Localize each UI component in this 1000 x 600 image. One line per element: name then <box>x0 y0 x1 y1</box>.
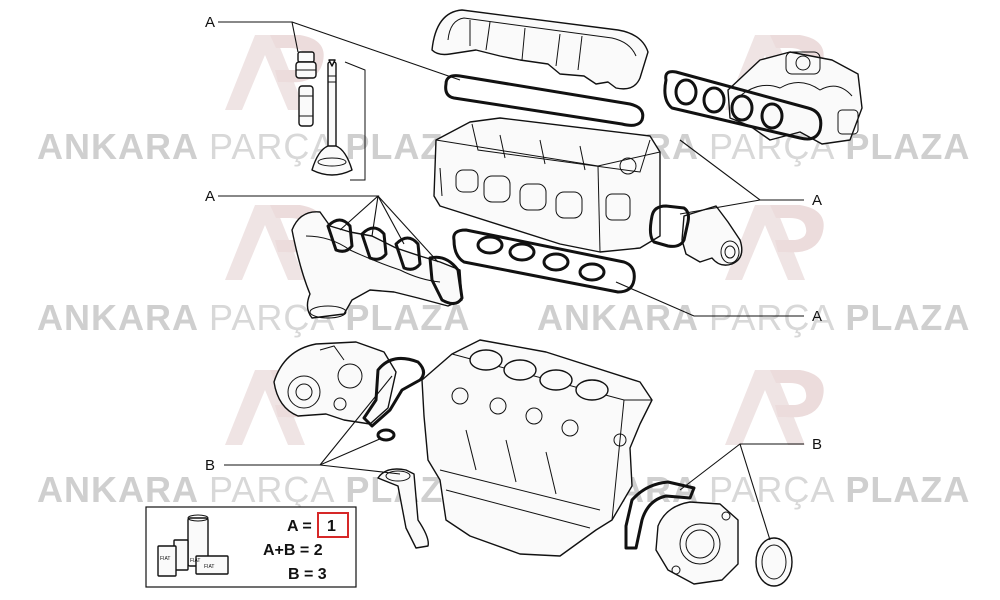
valve-bracket-line <box>344 61 366 181</box>
valve-guide <box>298 85 314 127</box>
callout-label-b: B <box>812 436 822 453</box>
watermark-logo-4 <box>725 205 824 280</box>
legend-kit-tag: FIAT <box>204 564 214 570</box>
valve-cover-gasket <box>444 74 645 127</box>
legend-kit-illustration: FIAT FIAT FIAT <box>157 514 229 577</box>
oil-pickup <box>377 468 429 549</box>
watermark-brand-bold: ANKARA <box>537 297 699 338</box>
watermark-brand-bold2: PLAZA <box>845 126 970 167</box>
callout-label-a: A <box>812 308 822 325</box>
callout-label-a: A <box>205 14 215 31</box>
callout-leaders <box>218 21 804 541</box>
watermark-brand-bold: ANKARA <box>37 126 199 167</box>
watermark-logo-6 <box>725 370 824 445</box>
exhaust-manifold <box>291 211 463 319</box>
rear-seal-housing <box>655 501 739 585</box>
legend-row-b: B = 3 <box>288 566 327 583</box>
valve-components <box>295 51 366 181</box>
callout-labels: A A A A B B <box>205 14 822 474</box>
watermark-brand-light: PARÇA <box>209 469 335 510</box>
exhaust-manifold-gasket <box>326 218 464 305</box>
watermark-brand-light: PARÇA <box>709 469 835 510</box>
legend-row-ab: A+B = 2 <box>263 542 323 559</box>
engine-block <box>421 339 653 557</box>
thermostat-housing <box>681 205 743 266</box>
cylinder-head-gasket <box>452 228 636 294</box>
rear-main-seal <box>755 537 793 587</box>
legend-highlight-box <box>317 512 349 538</box>
intake-manifold-gasket <box>663 70 823 141</box>
front-crank-seal <box>376 428 396 442</box>
watermark-brand-bold2: PLAZA <box>845 469 970 510</box>
legend-row-a-value: 1 <box>327 518 336 535</box>
legend-box: FIAT FIAT FIAT A = 1 A+B = 2 B = 3 <box>145 506 357 588</box>
callout-label-a: A <box>205 188 215 205</box>
callout-label-b: B <box>205 457 215 474</box>
rear-seal-housing-gasket <box>624 480 696 550</box>
watermark-brand-bold: ANKARA <box>37 297 199 338</box>
valve <box>311 59 353 176</box>
valve-cover <box>431 9 649 90</box>
legend-kit-tag: FIAT <box>190 558 200 564</box>
valve-stem-seal <box>295 51 317 79</box>
watermark-brand-light: PARÇA <box>709 297 835 338</box>
watermark-brand-bold2: PLAZA <box>845 297 970 338</box>
watermark-brand-light: PARÇA <box>209 126 335 167</box>
oil-pump-assembly <box>273 341 397 425</box>
legend-kit-tag: FIAT <box>160 556 170 562</box>
cylinder-head <box>433 117 661 253</box>
oil-pump-gasket <box>362 356 425 428</box>
legend-row-a-label: A = <box>287 518 312 535</box>
thermostat-gasket <box>648 204 690 248</box>
callout-label-a: A <box>812 192 822 209</box>
watermark-brand-bold: ANKARA <box>37 469 199 510</box>
intake-gasket-ports <box>674 78 784 130</box>
